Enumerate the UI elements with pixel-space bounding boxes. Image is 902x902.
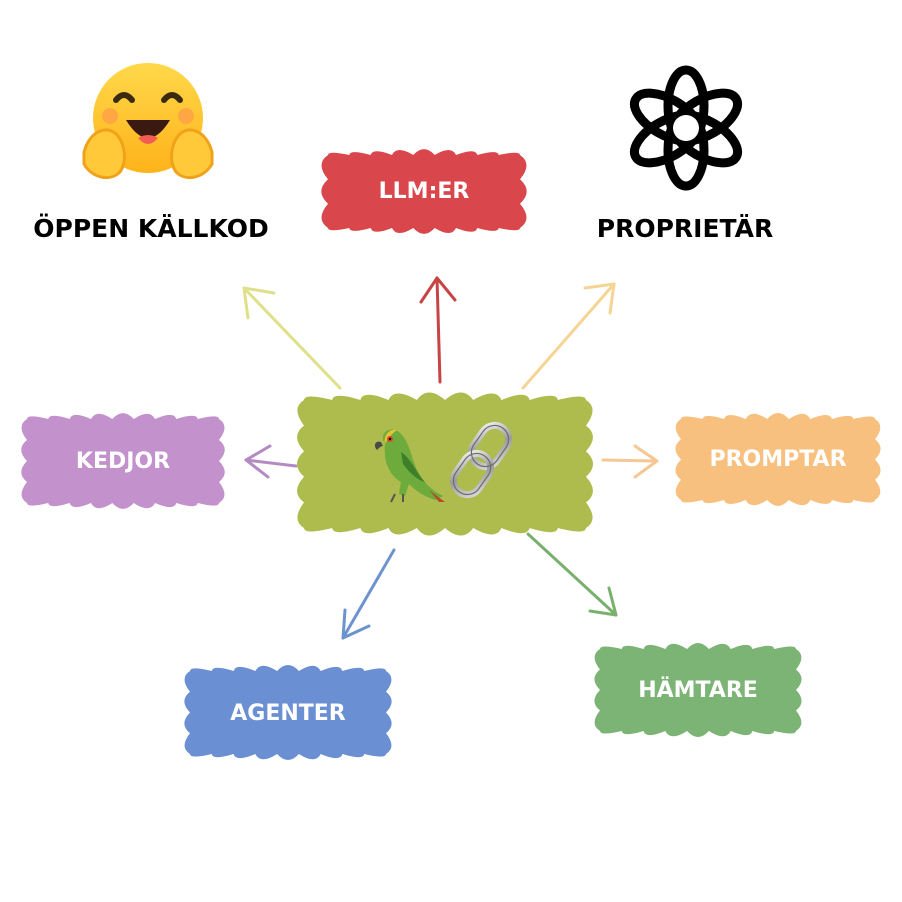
open-source-caption: ÖPPEN KÄLLKOD	[33, 213, 268, 243]
arrow-to-open-source	[242, 286, 342, 390]
node-kedjor: KEDJOR	[21, 413, 225, 509]
agenter-label: AGENTER	[230, 701, 346, 726]
arrow-to-kedjor	[244, 444, 298, 479]
promptar-label: PROMPTAR	[709, 447, 846, 472]
node-promptar: PROMPTAR	[675, 413, 881, 506]
arrow-to-llm	[419, 276, 457, 384]
kedjor-cloud-shape	[21, 413, 225, 509]
llm-cloud-shape	[321, 149, 527, 234]
link-icon	[449, 421, 513, 499]
node-hamtare: HÄMTARE	[594, 643, 802, 737]
llm-label: LLM:ER	[379, 179, 470, 204]
parrot-icon	[374, 429, 445, 503]
arrow-to-promptar	[601, 444, 659, 479]
node-center	[296, 392, 594, 536]
promptar-cloud-shape	[675, 413, 881, 506]
proprietary-caption: PROPRIETÄR	[597, 213, 774, 243]
node-llm: LLM:ER	[321, 149, 527, 234]
arrow-to-agenter	[341, 548, 396, 640]
openai-icon	[629, 65, 743, 191]
agenter-cloud-shape	[184, 665, 392, 760]
arrow-to-proprietary	[521, 282, 616, 390]
arrow-to-hamtare	[526, 532, 618, 617]
kedjor-label: KEDJOR	[76, 449, 170, 474]
hugging-face-icon	[82, 63, 214, 180]
center-cloud-shape	[296, 392, 594, 536]
hamtare-label: HÄMTARE	[638, 677, 758, 703]
hamtare-cloud-shape	[594, 643, 802, 737]
node-agenter: AGENTER	[184, 665, 392, 760]
